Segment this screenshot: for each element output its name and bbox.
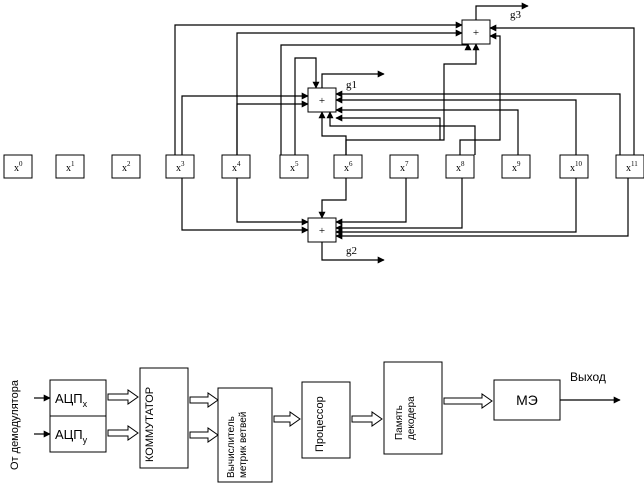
register-cell: x3 <box>165 154 195 179</box>
me-block: МЭ <box>493 379 561 421</box>
svg-text:+: + <box>319 225 325 237</box>
svg-text:g1: g1 <box>346 79 357 91</box>
adder-g1: + <box>307 87 337 113</box>
svg-text:x2: x2 <box>122 160 131 174</box>
svg-text:+: + <box>473 27 479 39</box>
decoder-diagram: От демодулятора АЦПx АЦПу КОММУТАТОР <box>9 361 621 483</box>
svg-text:x7: x7 <box>400 160 409 174</box>
branch-metric-block: Вычислитель метрик ветвей <box>217 387 273 483</box>
adc-block: АЦПx АЦПу <box>49 379 107 453</box>
output-g1: g1 <box>321 70 385 91</box>
register-cell: x7 <box>389 154 419 179</box>
output-g2: g2 <box>321 242 385 264</box>
svg-text:x4: x4 <box>232 160 241 174</box>
svg-text:+: + <box>319 95 325 107</box>
svg-text:x11: x11 <box>626 160 638 174</box>
register-cell: x2 <box>111 154 141 179</box>
register-cell: x9 <box>501 154 531 179</box>
register-cell: x6 <box>333 154 363 179</box>
output-label: Выход <box>570 370 606 384</box>
register-cell: x5 <box>279 154 309 179</box>
svg-text:Процессор: Процессор <box>314 396 326 452</box>
bus-metric-processor <box>273 411 301 427</box>
svg-text:Вычислитель метрик вет: Вычислитель метрик ветвей <box>226 412 249 478</box>
svg-text:Память декодера: Память декодера <box>394 396 417 440</box>
adc-y-label: АЦПу <box>55 427 88 445</box>
svg-text:x9: x9 <box>512 160 521 174</box>
register-cell: x8 <box>445 154 475 179</box>
svg-text:x10: x10 <box>570 160 583 174</box>
adder-g2: + <box>307 217 337 243</box>
register-cell: x0 <box>3 154 33 179</box>
taps-g3 <box>174 21 635 155</box>
memory-block: Память декодера <box>383 361 443 455</box>
svg-text:КОММУТАТОР: КОММУТАТОР <box>144 387 156 462</box>
processor-block: Процессор <box>301 381 351 459</box>
svg-text:x5: x5 <box>290 160 299 174</box>
svg-text:x0: x0 <box>14 160 23 174</box>
svg-text:x1: x1 <box>66 160 75 174</box>
svg-text:g2: g2 <box>346 245 357 257</box>
shift-register: x0 x1 x2 x3 x4 x5 x6 x7 x8 x9 x10 x11 <box>3 154 644 179</box>
switch-block: КОММУТАТОР <box>139 367 189 469</box>
register-cell: x10 <box>559 154 589 179</box>
input-label: От демодулятора <box>9 379 21 470</box>
output-g3: g3 <box>475 2 529 21</box>
bus-processor-memory <box>351 411 383 427</box>
svg-text:x6: x6 <box>344 160 353 174</box>
svg-text:МЭ: МЭ <box>516 392 538 408</box>
bus-adc-switch <box>107 389 139 441</box>
register-cell: x4 <box>221 154 251 179</box>
svg-text:x8: x8 <box>456 160 465 174</box>
adder-g3: + <box>461 19 491 45</box>
bus-switch-metric <box>189 392 219 443</box>
svg-text:g3: g3 <box>510 9 522 21</box>
taps-g2 <box>181 178 629 240</box>
encoder-diagram: x0 x1 x2 x3 x4 x5 x6 x7 x8 x9 x10 x11 + + + g3 g1 g… <box>3 2 644 264</box>
taps-g1 <box>181 57 621 155</box>
register-cell: x11 <box>615 154 644 179</box>
svg-text:x3: x3 <box>176 160 185 174</box>
register-cell: x1 <box>55 154 85 179</box>
adc-x-label: АЦПx <box>55 391 88 409</box>
bus-memory-me <box>443 393 493 409</box>
